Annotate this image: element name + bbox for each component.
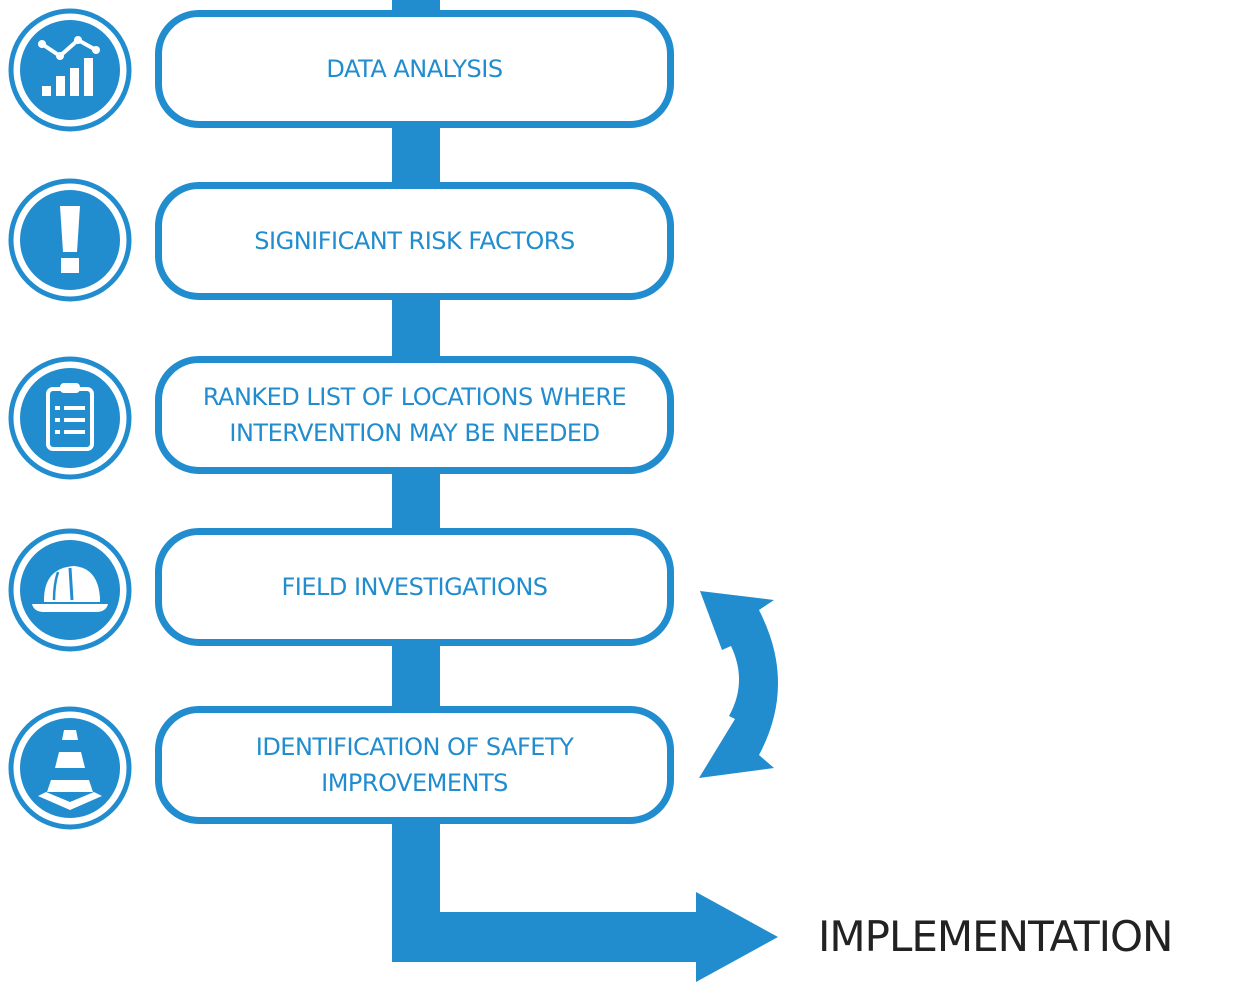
step-identification-of-safety-improvements: IDENTIFICATION OF SAFETY IMPROVEMENTS: [155, 706, 674, 824]
step-label: SIGNIFICANT RISK FACTORS: [254, 227, 575, 255]
step-field-investigations: FIELD INVESTIGATIONS: [155, 528, 674, 646]
cycle-arrow-icon: [699, 591, 778, 778]
step-label: RANKED LIST OF LOCATIONS WHERE INTERVENT…: [202, 383, 627, 447]
traffic-cone-icon: [8, 706, 132, 830]
implementation-label: IMPLEMENTATION: [818, 912, 1173, 961]
clipboard-list-icon: [8, 356, 132, 480]
implementation-arrow: [392, 892, 778, 982]
step-label: DATA ANALYSIS: [326, 55, 503, 83]
bar-chart-trend-icon: [8, 8, 132, 132]
step-label: IDENTIFICATION OF SAFETY IMPROVEMENTS: [255, 733, 574, 797]
step-data-analysis: DATA ANALYSIS: [155, 10, 674, 128]
step-ranked-list: RANKED LIST OF LOCATIONS WHERE INTERVENT…: [155, 356, 674, 474]
step-label: FIELD INVESTIGATIONS: [281, 573, 548, 601]
hard-hat-icon: [8, 528, 132, 652]
exclamation-icon: [8, 178, 132, 302]
step-significant-risk-factors: SIGNIFICANT RISK FACTORS: [155, 182, 674, 300]
